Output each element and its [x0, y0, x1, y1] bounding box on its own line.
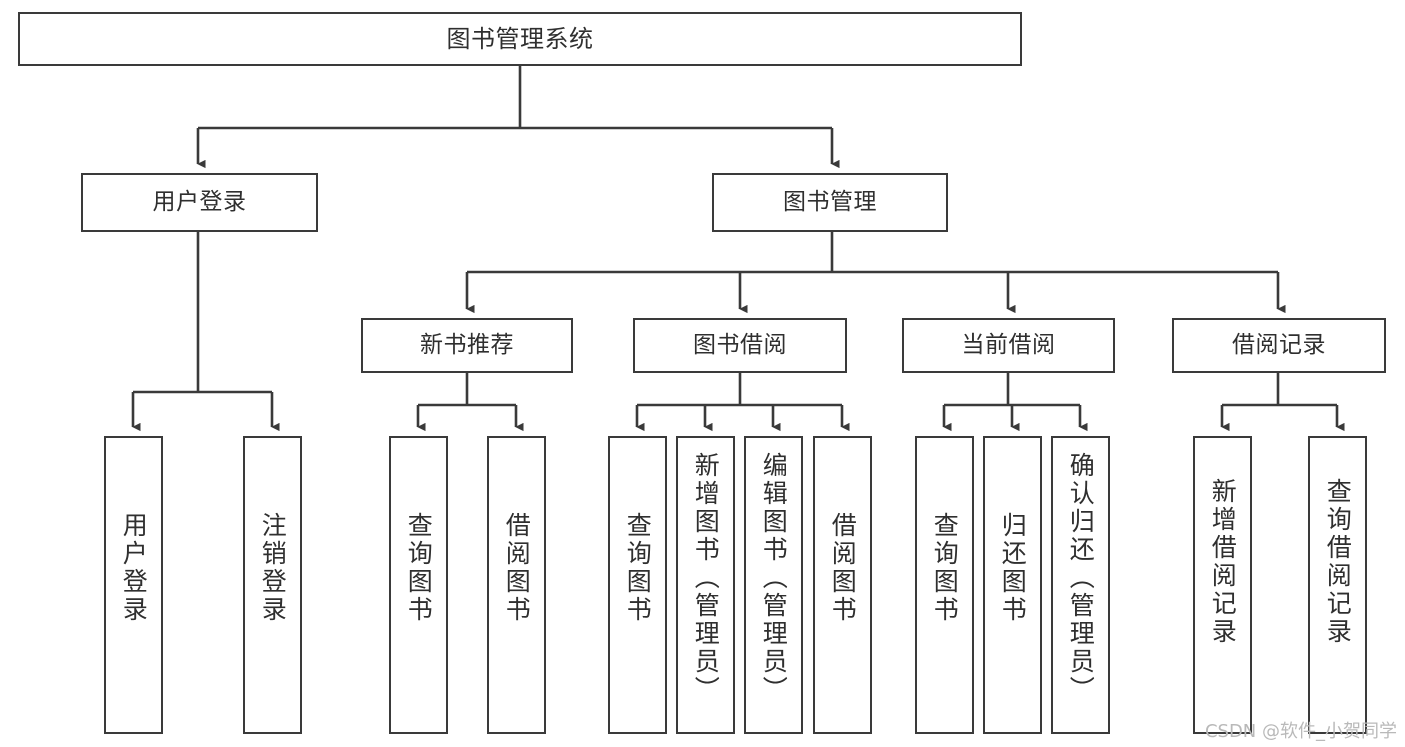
node-label: 图书管理系统	[446, 24, 594, 53]
node-book-management[interactable]: 图书管理	[712, 173, 948, 232]
node-label: 借阅记录	[1232, 331, 1326, 358]
csdn-watermark: CSDN @软件_小贺同学	[1204, 721, 1397, 742]
leaf-query-book-2[interactable]: 查询图书	[608, 436, 667, 734]
leaf-add-record[interactable]: 新增借阅记录	[1193, 436, 1252, 734]
node-label: 查询图书	[623, 512, 653, 624]
node-label: 用户登录	[152, 188, 247, 215]
node-label: 图书管理	[783, 188, 877, 215]
node-label: 编辑图书（管理员）	[759, 452, 789, 704]
leaf-logout-login[interactable]: 注销登录	[243, 436, 302, 734]
leaf-user-login[interactable]: 用户登录	[104, 436, 163, 734]
leaf-borrow-book-2[interactable]: 借阅图书	[813, 436, 872, 734]
node-label: 新增借阅记录	[1208, 478, 1238, 646]
leaf-query-record[interactable]: 查询借阅记录	[1308, 436, 1367, 734]
node-label: 借阅图书	[502, 512, 532, 624]
node-label: 借阅图书	[828, 512, 858, 624]
node-label: 用户登录	[119, 512, 149, 624]
node-new-book-recommend[interactable]: 新书推荐	[361, 318, 573, 373]
leaf-borrow-book-1[interactable]: 借阅图书	[487, 436, 546, 734]
node-label: 图书借阅	[693, 331, 787, 358]
node-label: 注销登录	[258, 512, 288, 624]
node-label: 确认归还（管理员）	[1066, 452, 1096, 704]
node-label: 查询图书	[930, 512, 960, 624]
leaf-add-book[interactable]: 新增图书（管理员）	[676, 436, 735, 734]
node-borrow-record[interactable]: 借阅记录	[1172, 318, 1386, 373]
leaf-edit-book[interactable]: 编辑图书（管理员）	[744, 436, 803, 734]
leaf-query-book-3[interactable]: 查询图书	[915, 436, 974, 734]
leaf-return-book[interactable]: 归还图书	[983, 436, 1042, 734]
node-user-login[interactable]: 用户登录	[81, 173, 318, 232]
node-label: 归还图书	[998, 512, 1028, 624]
node-book-borrow[interactable]: 图书借阅	[633, 318, 847, 373]
node-label: 新书推荐	[420, 331, 514, 358]
node-label: 新增图书（管理员）	[691, 452, 721, 704]
leaf-confirm-return[interactable]: 确认归还（管理员）	[1051, 436, 1110, 734]
node-current-borrow[interactable]: 当前借阅	[902, 318, 1115, 373]
node-label: 查询图书	[404, 512, 434, 624]
node-label: 当前借阅	[961, 331, 1056, 358]
node-root-book-management-system[interactable]: 图书管理系统	[18, 12, 1022, 66]
node-label: 查询借阅记录	[1323, 478, 1353, 646]
leaf-query-book-1[interactable]: 查询图书	[389, 436, 448, 734]
